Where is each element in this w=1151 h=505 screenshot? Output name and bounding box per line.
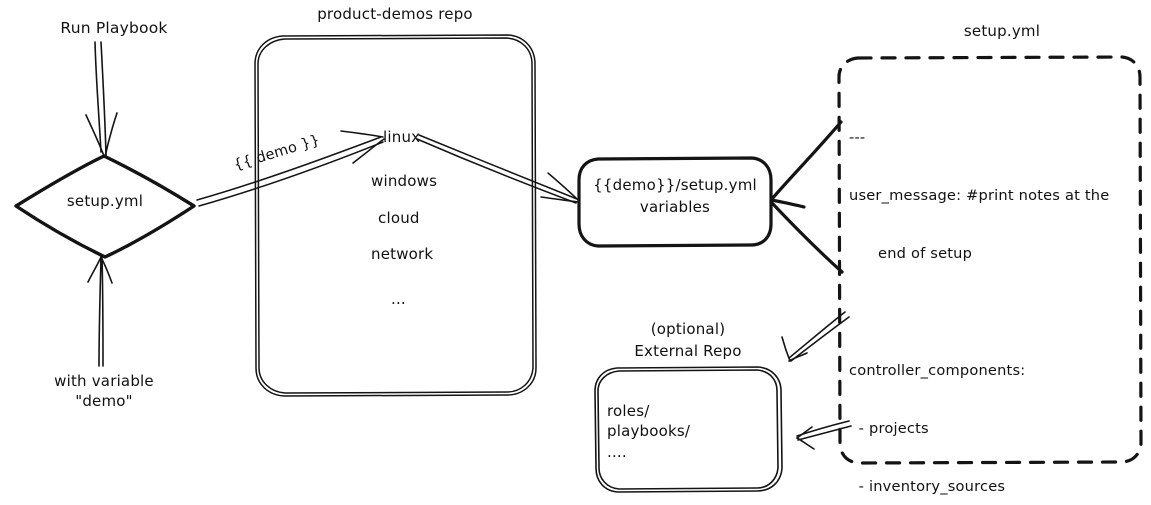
yaml-line: [849, 302, 1109, 321]
run-playbook-label: Run Playbook: [60, 19, 168, 37]
connector-panel-to-variables: [770, 120, 844, 274]
setup-yml-panel-border: [837, 55, 1143, 465]
external-repo-item-ellipsis: ....: [607, 443, 627, 461]
external-repo-item-playbooks: playbooks/: [607, 422, 691, 440]
yaml-line: end of setup: [849, 245, 973, 263]
external-repo-title-line1: (optional): [650, 320, 726, 338]
repo-item-cloud: cloud: [378, 209, 420, 227]
variables-box-line1: {{demo}}/setup.yml: [593, 176, 757, 194]
arrow-run-playbook: [85, 41, 118, 158]
yaml-line: user_message: #print notes at the: [849, 187, 1110, 205]
arrow-panel-to-external-repo-2: [796, 420, 852, 450]
repo-item-ellipsis: ...: [391, 290, 406, 308]
variables-box-line2: variables: [639, 198, 711, 216]
arrow-demo-to-linux: [196, 130, 385, 207]
external-repo-title-line2: External Repo: [634, 342, 742, 360]
external-repo-item-roles: roles/: [607, 402, 650, 420]
repo-item-network: network: [371, 245, 434, 263]
product-demos-repo-title: product-demos repo: [317, 5, 473, 23]
arrow-with-variable: [87, 256, 113, 367]
arrow-linux-to-variables: [416, 134, 579, 204]
repo-item-windows: windows: [371, 172, 438, 190]
variables-box: [577, 156, 773, 248]
yaml-line: - projects: [849, 419, 929, 437]
with-variable-label: with variable "demo": [54, 372, 154, 410]
yaml-line: controller_components:: [849, 361, 1026, 379]
external-repo-box: [594, 366, 783, 493]
yaml-line: ---: [849, 128, 866, 146]
yaml-line: - inventory_sources: [849, 478, 1006, 496]
setup-yml-diamond: [14, 154, 196, 259]
setup-yml-panel-title: setup.yml: [963, 22, 1041, 40]
product-demos-repo-box: [254, 34, 537, 397]
repo-item-linux: linux: [383, 128, 421, 146]
setup-yml-panel-content: --- user_message: #print notes at the en…: [849, 89, 1109, 505]
setup-yml-diamond-label: setup.yml: [66, 192, 144, 210]
